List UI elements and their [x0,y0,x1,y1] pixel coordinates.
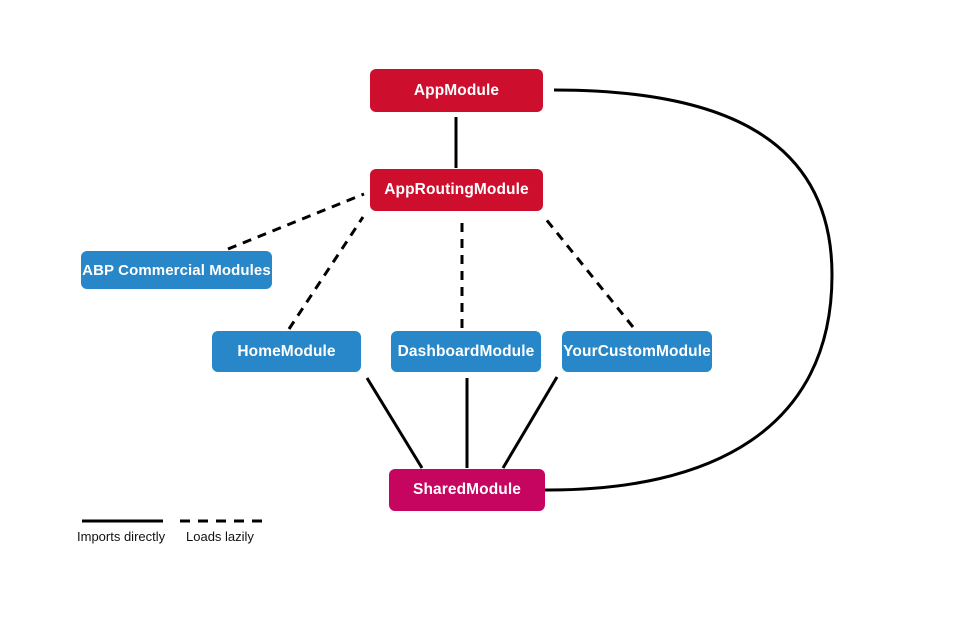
edge-sharedmodule-to-appmodule [544,88,834,492]
edge-yourcustommodule-to-approutingmodule [543,217,635,328]
node-your-custom-module: YourCustomModule [562,331,712,372]
edge-sharedmodule-to-homemodule [365,377,424,469]
node-app-module: AppModule [370,69,543,112]
edge-sharedmodule-to-yourcustommodule [501,376,559,469]
node-shared-module: SharedModule [389,469,545,511]
edge-abpcommercialmodules-to-approutingmodule [227,192,365,251]
node-dashboard-module: DashboardModule [391,331,541,372]
edge-homemodule-to-approutingmodule [287,216,365,330]
node-app-routing-module: AppRoutingModule [370,169,543,211]
node-home-module: HomeModule [212,331,361,372]
legend-label-imports-directly: Imports directly [77,529,166,544]
node-abp-commercial-modules: ABP Commercial Modules [81,251,272,289]
legend-label-loads-lazily: Loads lazily [186,529,254,544]
